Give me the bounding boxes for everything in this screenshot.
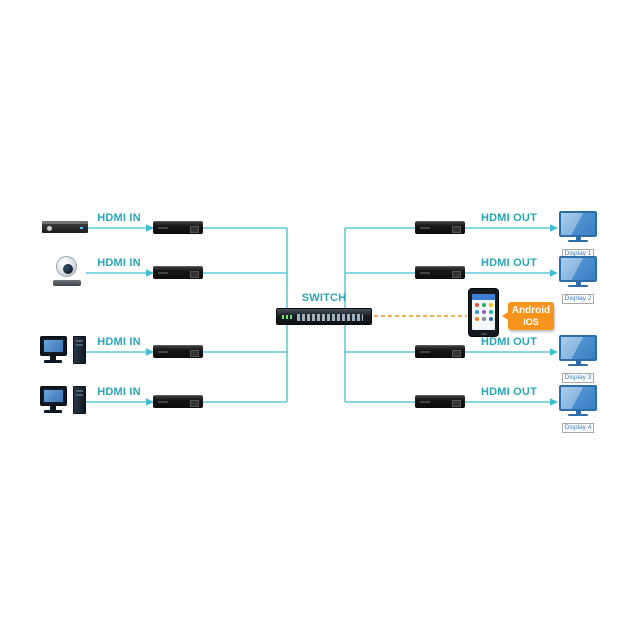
media-player-icon — [42, 221, 88, 233]
hdmi-out-label: HDMI OUT — [481, 212, 537, 224]
android-label: Android — [511, 305, 551, 316]
hdmi-encoder-device — [153, 266, 203, 279]
hdmi-decoder-device — [415, 266, 465, 279]
hdmi-decoder-device — [415, 395, 465, 408]
switch-ports — [297, 314, 363, 321]
hdmi-out-label: HDMI OUT — [481, 386, 537, 398]
display-monitor: Display 3 — [558, 335, 598, 384]
display-caption: Display 2 — [561, 294, 595, 304]
smartphone-icon — [468, 288, 499, 337]
hdmi-in-label: HDMI IN — [97, 336, 141, 348]
display-monitor: Display 4 — [558, 385, 598, 434]
app-grid — [475, 303, 493, 321]
hdmi-in-label: HDMI IN — [97, 212, 141, 224]
mobile-os-callout: Android iOS — [502, 302, 554, 330]
display-caption: Display 4 — [561, 423, 595, 433]
display-caption: Display 3 — [561, 373, 595, 383]
ios-label: iOS — [523, 317, 539, 327]
network-switch — [276, 308, 372, 325]
hdmi-in-label: HDMI IN — [97, 386, 141, 398]
switch-label: SWITCH — [301, 292, 347, 304]
desktop-computer-icon — [40, 386, 86, 417]
hdmi-encoder-device — [153, 345, 203, 358]
desktop-computer-icon — [40, 336, 86, 367]
hdmi-out-label: HDMI OUT — [481, 336, 537, 348]
display-monitor: Display 1 — [558, 211, 598, 260]
ptz-camera-icon — [50, 256, 84, 286]
hdmi-encoder-device — [153, 221, 203, 234]
arrowheads — [146, 224, 558, 406]
display-monitor: Display 2 — [558, 256, 598, 305]
hdmi-encoder-device — [153, 395, 203, 408]
hdmi-decoder-device — [415, 345, 465, 358]
hdmi-decoder-device — [415, 221, 465, 234]
hdmi-in-label: HDMI IN — [97, 257, 141, 269]
hdmi-out-label: HDMI OUT — [481, 257, 537, 269]
